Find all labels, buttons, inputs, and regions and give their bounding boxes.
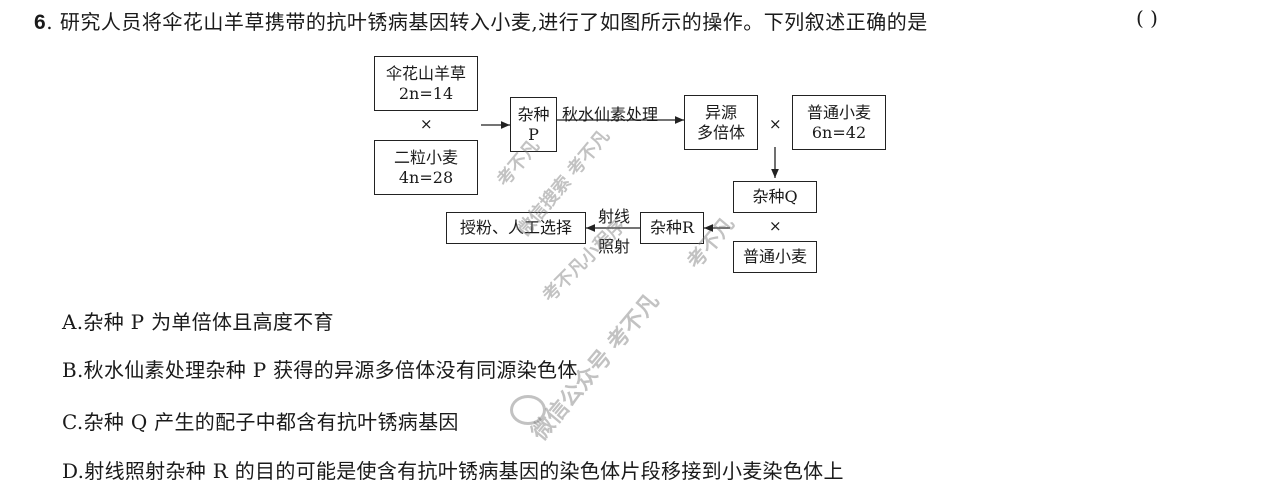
option-b[interactable]: B.秋水仙素处理杂种 P 获得的异源多倍体没有同源染色体 [62, 354, 578, 383]
answer-blank: ( ) [1136, 6, 1158, 30]
option-a-label: A. [62, 310, 84, 334]
option-d-text: 射线照射杂种 R 的目的可能是使含有抗叶锈病基因的染色体片段移接到小麦染色体上 [84, 459, 844, 483]
hybrid-r-box: 杂种R [640, 212, 704, 244]
option-d[interactable]: D.射线照射杂种 R 的目的可能是使含有抗叶锈病基因的染色体片段移接到小麦染色体… [62, 455, 844, 484]
hybrid-r-label: 杂种R [649, 218, 695, 237]
wechat-logo-icon [510, 395, 546, 425]
parent1-box: 伞花山羊草 2n=14 [374, 56, 478, 111]
allopolyploid-line1: 异源 [704, 102, 737, 122]
parent1-name: 伞花山羊草 [385, 63, 466, 83]
option-b-label: B. [62, 358, 84, 382]
question-stem: 6. 研究人员将伞花山羊草携带的抗叶锈病基因转入小麦,进行了如图所示的操作。下列… [34, 6, 928, 35]
irradiation-line1: 射线 [598, 207, 631, 226]
option-a[interactable]: A.杂种 P 为单倍体且高度不育 [62, 306, 334, 335]
common-wheat-1-box: 普通小麦 6n=42 [792, 95, 886, 150]
parent1-karyotype: 2n=14 [398, 83, 454, 103]
option-c[interactable]: C.杂种 Q 产生的配子中都含有抗叶锈病基因 [62, 406, 459, 435]
hybrid-p-line2: P [528, 124, 539, 144]
hybrid-q-label: 杂种Q [752, 187, 798, 206]
question-number: 6 [34, 11, 47, 34]
final-step-label: 授粉、人工选择 [459, 218, 572, 237]
option-d-label: D. [62, 459, 85, 483]
final-step-box: 授粉、人工选择 [446, 212, 586, 244]
hybrid-p-box: 杂种 P [510, 97, 557, 152]
option-c-label: C. [62, 410, 84, 434]
question-text: . 研究人员将伞花山羊草携带的抗叶锈病基因转入小麦,进行了如图所示的操作。下列叙… [46, 10, 928, 34]
common-wheat-1-name: 普通小麦 [806, 102, 871, 122]
cross-symbol-2: × [769, 115, 782, 133]
parent2-name: 二粒小麦 [393, 147, 458, 167]
option-a-text: 杂种 P 为单倍体且高度不育 [83, 310, 334, 334]
allopolyploid-box: 异源 多倍体 [684, 95, 758, 150]
cross-symbol-1: × [420, 115, 433, 133]
parent2-box: 二粒小麦 4n=28 [374, 140, 478, 195]
common-wheat-2-box: 普通小麦 [733, 241, 817, 273]
irradiation-line2: 照射 [598, 237, 631, 256]
hybrid-p-line1: 杂种 [517, 104, 550, 124]
option-c-text: 杂种 Q 产生的配子中都含有抗叶锈病基因 [83, 410, 459, 434]
common-wheat-1-karyotype: 6n=42 [811, 122, 867, 142]
common-wheat-2-label: 普通小麦 [742, 247, 807, 266]
allopolyploid-line2: 多倍体 [696, 122, 745, 142]
cross-symbol-3: × [769, 217, 782, 235]
treatment-label: 秋水仙素处理 [562, 105, 659, 124]
option-b-text: 秋水仙素处理杂种 P 获得的异源多倍体没有同源染色体 [83, 358, 578, 382]
parent2-karyotype: 4n=28 [398, 167, 454, 187]
hybrid-q-box: 杂种Q [733, 181, 817, 213]
